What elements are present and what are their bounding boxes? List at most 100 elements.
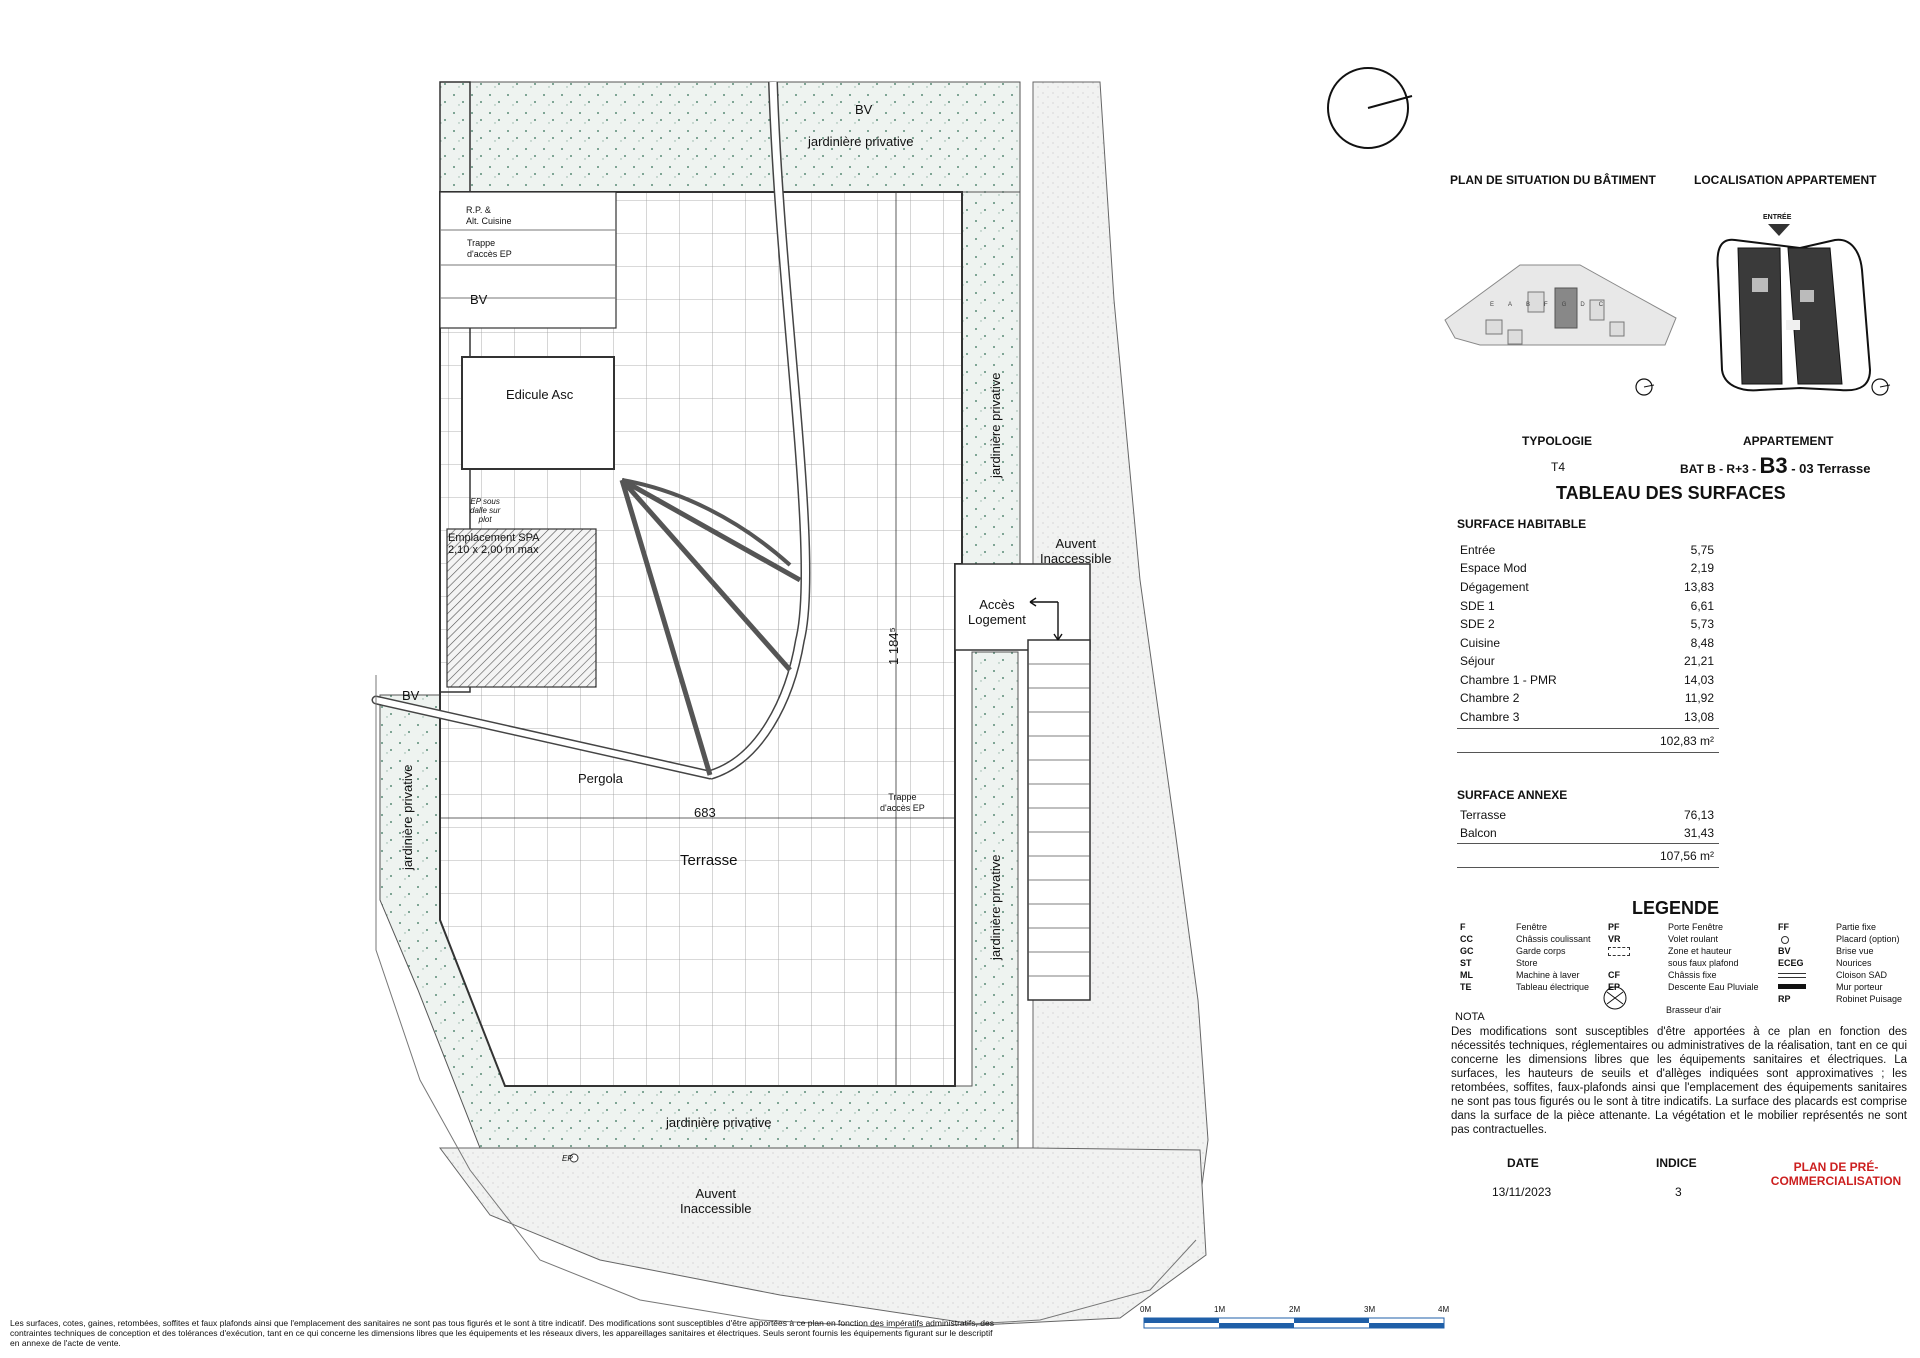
status-badge: PLAN DE PRÉ- COMMERCIALISATION [1770, 1160, 1902, 1188]
appartement-suffix: - 03 Terrasse [1787, 461, 1871, 476]
jardiniere-label-bottom: jardinière privative [666, 1115, 772, 1130]
legend-text: Volet roulant [1668, 934, 1719, 944]
legend-code: FF [1778, 922, 1789, 932]
table-divider [1457, 867, 1719, 868]
localisation-diagram [1716, 224, 1872, 392]
legend-text: Descente Eau Pluviale [1668, 982, 1759, 992]
building-letter: D [1580, 302, 1599, 308]
building-letter: F [1544, 302, 1562, 308]
room-name: Séjour [1460, 654, 1495, 668]
scale-label: 4M [1438, 1305, 1450, 1314]
legend-text: Tableau électrique [1516, 982, 1590, 992]
legend-text: Fenêtre [1516, 922, 1548, 932]
situation-building-letters: EABFGDC [1490, 302, 1617, 308]
scale-label: 2M [1289, 1305, 1301, 1314]
auvent-label-bottom: Auvent Inaccessible [680, 1186, 752, 1216]
annexe-total: 107,56 m² [1659, 849, 1714, 863]
scale-label: 1M [1214, 1305, 1226, 1314]
room-name: Chambre 2 [1460, 691, 1520, 705]
room-name: Entrée [1460, 543, 1496, 557]
jardiniere-label-left: jardinière privative [400, 764, 415, 871]
surfaces-table-title: TABLEAU DES SURFACES [1556, 483, 1786, 503]
legend-text: Robinet Puisage [1836, 994, 1903, 1004]
legend-title: LEGENDE [1632, 898, 1720, 918]
room-area: 31,43 [1683, 826, 1714, 840]
jardiniere-label-right-bottom: jardinière privative [988, 854, 1003, 961]
table-divider [1457, 843, 1719, 844]
legend-text: sous faux plafond [1668, 958, 1739, 968]
room-name: SDE 2 [1460, 617, 1495, 631]
legend-code: EP [1608, 982, 1621, 992]
legend-text: Porte Fenêtre [1668, 922, 1724, 932]
typologie-label: TYPOLOGIE [1522, 434, 1593, 448]
legend-code: BV [1778, 946, 1791, 956]
building-letter: A [1508, 302, 1527, 308]
room-area: 13,08 [1683, 710, 1714, 724]
mur-porteur-symbol [1778, 984, 1806, 989]
footer-disclaimer: Les surfaces, cotes, gaines, retombées, … [10, 1318, 994, 1348]
legend-code: PF [1608, 922, 1620, 932]
legend-text: Brise vue [1836, 946, 1874, 956]
room-name: Chambre 3 [1460, 710, 1520, 724]
room-area: 5,73 [1690, 617, 1714, 631]
legend-code: ST [1460, 958, 1472, 968]
dimension-683-label: 683 [694, 805, 716, 820]
room-area: 8,48 [1690, 636, 1714, 650]
dimension-vertical-label: 1 184⁵ [886, 627, 901, 665]
bv-label-lower-left: BV [402, 688, 420, 703]
table-row: Chambre 3 13,08 [1457, 710, 1719, 728]
trappe-ep-label-right: Trappe d'accès EP [880, 792, 925, 813]
table-row: SDE 2 5,73 [1457, 617, 1719, 635]
bv-label-top: BV [855, 102, 873, 117]
entree-marker: ENTRÉE [1763, 214, 1792, 221]
table-row: Entrée 5,75 [1457, 543, 1719, 561]
legend-text: Nourices [1836, 958, 1872, 968]
legend-text: Store [1516, 958, 1538, 968]
scale-label: 3M [1364, 1305, 1376, 1314]
legend-code: CF [1608, 970, 1620, 980]
table-divider [1457, 728, 1719, 729]
terrasse-label: Terrasse [680, 852, 738, 869]
nota-text: Des modifications sont susceptibles d'êt… [1451, 1026, 1907, 1136]
room-area: 5,75 [1690, 543, 1714, 557]
acces-logement-label: Accès Logement [968, 597, 1026, 627]
legend-text: Machine à laver [1516, 970, 1580, 980]
habitable-total: 102,83 m² [1659, 734, 1714, 748]
zone-hauteur-symbol [1608, 947, 1630, 956]
spa-label: Emplacement SPA 2,10 x 2,00 m max [448, 532, 540, 556]
appartement-value: BAT B - R+3 - B3 - 03 Terrasse [1680, 453, 1870, 479]
room-name: Chambre 1 - PMR [1460, 673, 1557, 687]
bv-label-left: BV [470, 292, 488, 307]
rp-cuisine-label: R.P. & Alt. Cuisine [466, 205, 512, 226]
building-letter: C [1598, 302, 1618, 308]
legend-code: ML [1460, 970, 1473, 980]
brasseur-air-label: Brasseur d'air [1666, 1005, 1722, 1015]
building-letter: E [1490, 302, 1509, 308]
building-letter: B [1526, 302, 1545, 308]
placard-icon [1781, 936, 1789, 944]
auvent-label-right: Auvent Inaccessible [1040, 536, 1112, 566]
appartement-prefix: BAT B - R+3 - [1680, 462, 1760, 476]
table-divider [1457, 752, 1719, 753]
legend-code: VR [1608, 934, 1621, 944]
legend-text: Châssis coulissant [1516, 934, 1591, 944]
scale-label: 0M [1140, 1305, 1152, 1314]
typologie-value: T4 [1551, 460, 1566, 474]
legend-code: F [1460, 922, 1466, 932]
legend-code: GC [1460, 946, 1474, 956]
legend-text: Mur porteur [1836, 982, 1883, 992]
pergola-label: Pergola [578, 771, 623, 786]
indice-value: 3 [1675, 1185, 1682, 1199]
room-area: 6,61 [1690, 599, 1714, 613]
ep-circle-label: EP [562, 1154, 573, 1163]
room-area: 2,19 [1690, 561, 1714, 575]
room-area: 76,13 [1683, 808, 1714, 822]
legend-text: Châssis fixe [1668, 970, 1717, 980]
room-area: 13,83 [1683, 580, 1714, 594]
